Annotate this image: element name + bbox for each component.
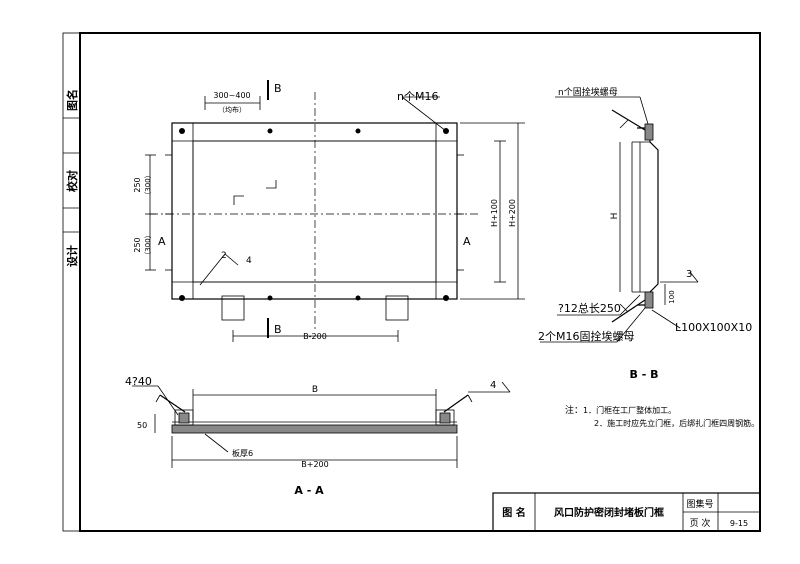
plan-left-dim-1: 250 — [133, 177, 142, 192]
aa-plate-label: 板厚6 — [232, 448, 253, 458]
title-label-name: 图 名 — [502, 506, 525, 519]
bb-ref-3: 3 — [686, 269, 692, 280]
bolt — [355, 295, 361, 301]
aa-dim-b: B — [312, 385, 318, 395]
title-label-page: 页 次 — [690, 517, 711, 529]
sidebar-label-jiaodui: 校对 — [65, 170, 79, 192]
aa-base-plate — [171, 424, 458, 434]
plan-left-dim-2b: （300） — [144, 231, 152, 258]
bolt — [267, 295, 273, 301]
bolt — [179, 295, 185, 301]
section-aa: B B+200 50 4?40 4 板厚6 A - A — [125, 375, 511, 497]
aa-ref-4: 4 — [490, 380, 496, 391]
title-page-no: 9-15 — [730, 519, 748, 528]
plan-section-a-left: A — [158, 235, 166, 248]
plan-leader-4: 4 — [246, 256, 252, 266]
plan-right-dim-outer: H+200 — [508, 199, 517, 227]
notes-line1: 1．门框在工厂整体加工。 — [583, 405, 676, 415]
anchor-plate-right — [385, 295, 409, 321]
plan-top-dim-note: （均布） — [218, 105, 246, 114]
aa-title: A - A — [294, 484, 324, 497]
bolt — [355, 128, 361, 134]
sidebar-label-sheji: 设计 — [65, 245, 79, 267]
plan-bottom-dim: B-200 — [303, 332, 327, 341]
aa-label-4-40: 4?40 — [125, 375, 152, 388]
bb-dim-100: 100 — [668, 290, 676, 303]
bolt — [179, 128, 185, 134]
plan-right-dim-inner: H+100 — [490, 199, 499, 227]
bb-title: B - B — [630, 368, 659, 381]
plan-section-b-bottom: B — [274, 323, 282, 336]
plan-left-dim-2: 250 — [133, 237, 142, 252]
sidebar-label-tuming: 图名 — [65, 89, 79, 111]
plan-top-dim: 300~400 — [213, 91, 250, 100]
plan-leader-2: 2 — [221, 251, 227, 261]
bolt — [443, 295, 449, 301]
notes-line2: 2．施工时应先立门框，后绑扎门框四周钢筋。 — [594, 418, 759, 428]
title-block: 图 名 风口防护密闭封堵板门框 图集号 页 次 9-15 — [492, 492, 761, 532]
title-label-atlas-no: 图集号 — [686, 498, 713, 510]
sidebar: 图名 校对 设计 — [63, 89, 80, 267]
inner-frame — [79, 32, 761, 532]
plan-left-dim-1b: （300） — [144, 171, 152, 198]
title-drawing-name: 风口防护密闭封堵板门框 — [554, 506, 664, 519]
bb-dim-h: H — [610, 213, 620, 220]
bb-bolt-bottom: 2个M16固拴埃螺母 — [538, 329, 635, 343]
bb-bolt-nut-label: n个固拴埃螺母 — [558, 86, 618, 98]
bb-top-flange — [644, 123, 654, 141]
anchor-plate-left — [221, 295, 245, 321]
plan-view: B B A A 300~400 （均布） n个M16 250 （300） 250… — [133, 80, 525, 342]
bolt — [267, 128, 273, 134]
aa-dim-b200: B+200 — [301, 460, 328, 469]
plan-frame-outer — [171, 122, 458, 300]
aa-dim-50: 50 — [137, 421, 147, 430]
bb-bottom-flange — [644, 291, 654, 309]
bb-rebar-label: ?12总长250 — [558, 301, 621, 315]
plan-section-b-top: B — [274, 82, 282, 95]
plan-frame-inner — [192, 140, 437, 283]
plan-section-a-right: A — [463, 235, 471, 248]
notes: 注： 1．门框在工厂整体加工。 2．施工时应先立门框，后绑扎门框四周钢筋。 — [565, 404, 759, 428]
plan-bolt-label: n个M16 — [397, 90, 438, 103]
section-bb: H 100 n个固拴埃螺母 3 ?12总长250 2个M16固拴埃螺母 L100… — [538, 86, 752, 381]
bb-angle-label: L100X100X10 — [675, 321, 752, 334]
notes-heading: 注： — [565, 404, 583, 416]
